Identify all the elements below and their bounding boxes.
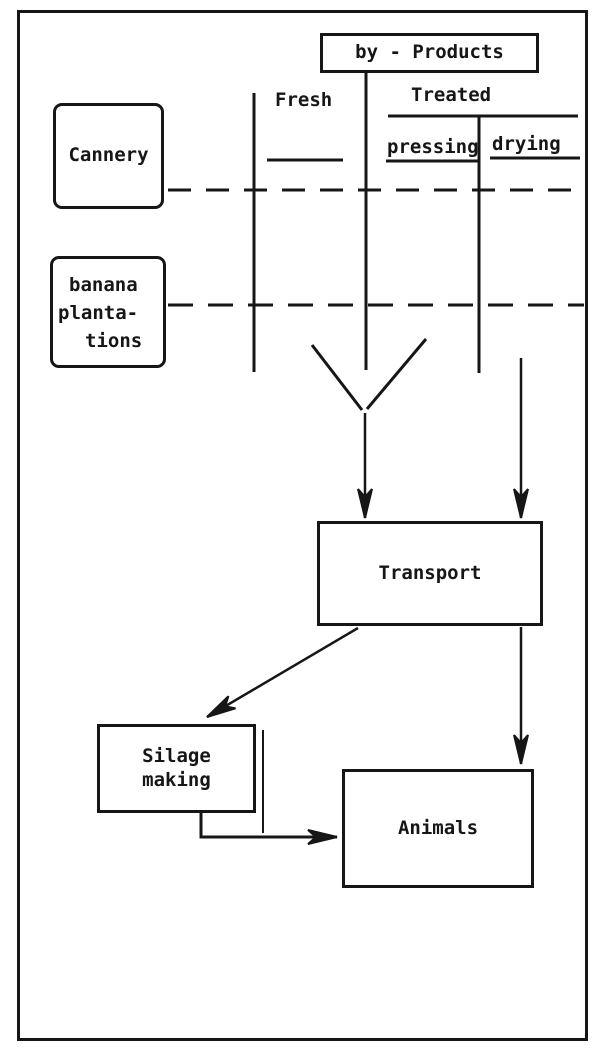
- transport-box: Transport: [317, 521, 543, 626]
- silage-label-line2: making: [142, 768, 211, 791]
- banana-label-line3: tions: [85, 330, 143, 352]
- funnel-right-line: [367, 339, 426, 409]
- cannery-label: Cannery: [68, 144, 149, 167]
- column-label-pressing: pressing: [387, 136, 479, 158]
- funnel-left-line: [312, 345, 362, 410]
- transport-label: Transport: [378, 561, 482, 584]
- banana-label-line1: banana: [69, 274, 138, 296]
- animals-label: Animals: [397, 816, 479, 839]
- column-label-drying: drying: [492, 133, 561, 155]
- cannery-box: Cannery: [53, 103, 164, 209]
- by-products-label: by - Products: [355, 41, 504, 64]
- transport-to-silage-arrow: [207, 628, 358, 717]
- by-products-box: by - Products: [320, 33, 539, 73]
- silage-label-line1: Silage: [142, 744, 211, 767]
- silage-to-animals-arrow: [201, 813, 337, 837]
- column-label-treated: Treated: [411, 84, 492, 106]
- banana-label-line2: planta-: [58, 302, 139, 324]
- column-label-fresh: Fresh: [275, 89, 333, 111]
- silage-making-box: Silage making: [97, 724, 256, 813]
- banana-plantations-box: banana planta- tions: [50, 256, 166, 368]
- animals-box: Animals: [342, 769, 534, 888]
- diagram-frame: [17, 10, 588, 1041]
